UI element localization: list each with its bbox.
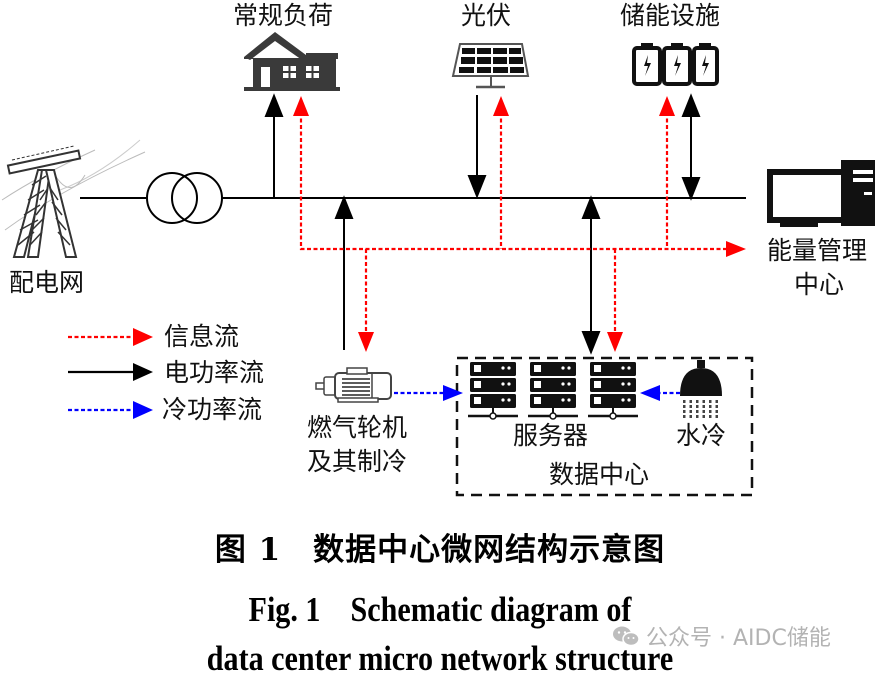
power-bus (80, 172, 746, 224)
arrowhead (681, 177, 701, 201)
grid-label: 配电网 (9, 268, 85, 297)
server-rack-icon (468, 362, 638, 420)
storage-label: 储能设施 (620, 1, 721, 30)
watermark-text: 公众号 · AIDC储能 (646, 626, 831, 651)
servers-label: 服务器 (513, 421, 589, 450)
legend (68, 328, 153, 419)
pv-label: 光伏 (461, 1, 512, 30)
computer-icon (767, 160, 875, 227)
cooling-flow-lines (394, 385, 680, 401)
arrowhead (264, 93, 284, 117)
server-unit-icon (528, 362, 578, 420)
load-label: 常规负荷 (233, 1, 334, 30)
caption-chinese: 图 1 数据中心微网结构示意图 (214, 532, 666, 568)
legend-cooling-flow-swatch (68, 401, 153, 419)
ems-label-line1: 能量管理 (767, 236, 868, 265)
wechat-icon (613, 626, 640, 647)
legend-info-flow-swatch (68, 328, 153, 346)
arrowhead (334, 195, 354, 219)
battery-storage-icon (632, 43, 719, 86)
water-cooling-label: 水冷 (676, 421, 727, 450)
legend-info-flow-label: 信息流 (164, 322, 240, 351)
arrowhead (681, 93, 701, 117)
arrowhead (581, 331, 601, 355)
legend-power-flow-label: 电功率流 (164, 358, 265, 387)
datacenter-label: 数据中心 (549, 460, 650, 489)
power-flow-lines (264, 93, 701, 355)
solar-panel-icon (451, 43, 530, 89)
watermark: 公众号 · AIDC储能 (612, 620, 831, 652)
server-unit-icon (468, 362, 518, 420)
caption-english-line1: Fig. 1 Schematic diagram of (248, 590, 632, 629)
legend-power-flow-swatch (68, 363, 153, 381)
info-flow-lines (299, 112, 728, 334)
server-unit-icon (588, 362, 638, 420)
turbine-label-line1: 燃气轮机 (307, 413, 408, 442)
legend-cooling-flow-label: 冷功率流 (162, 395, 263, 424)
water-cooling-icon (680, 360, 722, 418)
microgrid-diagram (1, 32, 875, 497)
info-flow-arrowheads (293, 96, 746, 352)
arrowhead (581, 195, 601, 219)
transmission-tower-icon (1, 139, 146, 258)
ems-label-line2: 中心 (794, 270, 845, 299)
datacenter-boundary (455, 356, 754, 497)
transformer-primary-coil (146, 172, 198, 224)
gas-turbine-icon (315, 367, 392, 403)
arrowhead (467, 175, 487, 199)
turbine-label-line2: 及其制冷 (307, 447, 408, 476)
house-icon (244, 32, 340, 91)
